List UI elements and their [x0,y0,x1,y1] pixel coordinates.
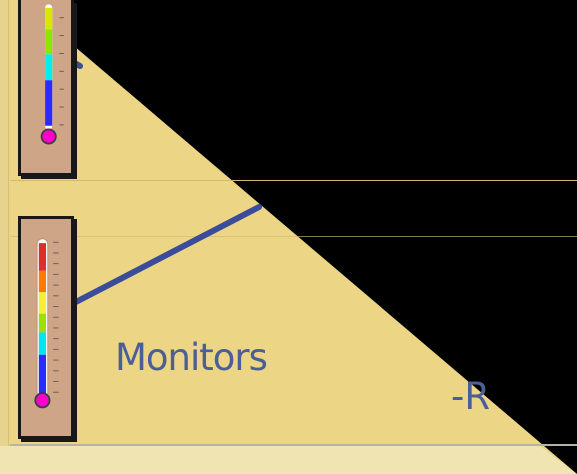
bottom-strip [0,446,577,474]
divider-middle [10,236,577,237]
thermometer-icon [40,4,64,145]
thermometer-top[interactable] [18,0,74,176]
thermometer-bottom[interactable] [18,216,74,439]
monitors-label: Monitors [115,336,268,379]
divider-bottom [10,444,577,446]
left-edge [0,0,9,474]
thermometer-icon [34,238,59,409]
partial-label: -R [451,375,491,418]
divider-top [10,180,577,181]
